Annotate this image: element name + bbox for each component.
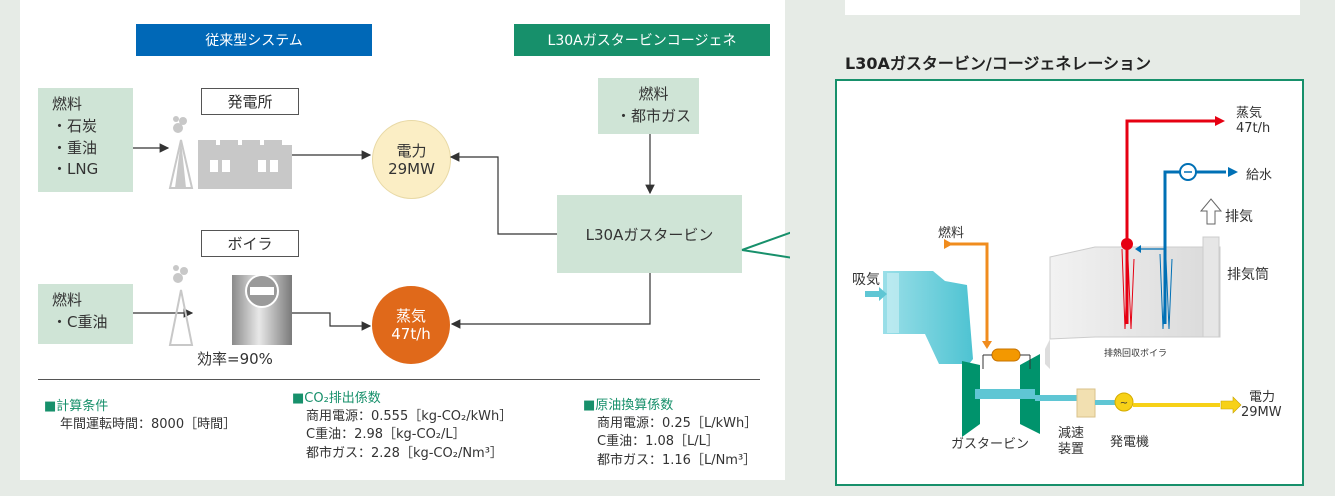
compressor [962, 361, 980, 437]
legend-co2: ■CO₂排出係数 商用電源：0.555［kg-CO₂/kWh］ C重油：2.98… [292, 390, 512, 463]
exhaust-arrow-icon [1199, 198, 1223, 225]
header-conventional: 従来型システム [136, 24, 372, 56]
legend-oil-line: C重油：1.08［L/L］ [597, 434, 719, 450]
steam-value: 47t/h [391, 325, 431, 343]
power-label: 電力 [1249, 390, 1276, 405]
legend-calc: ■計算条件 年間運転時間：8000［時間］ [44, 398, 236, 434]
legend-co2-line: 都市ガス：2.28［kg-CO₂/Nm³］ [306, 445, 503, 461]
combustor [991, 348, 1021, 362]
steam-output-circle: 蒸気 47t/h [372, 286, 450, 364]
hrsg-body [1049, 246, 1221, 340]
fuel-item: ・都市ガス [615, 106, 691, 125]
arrow-turbine-to-power [449, 152, 557, 235]
legend-oil-line: 都市ガス：1.16［L/Nm³］ [597, 452, 757, 468]
steam-value: 47t/h [1236, 120, 1271, 136]
generator-label: 発電機 [1110, 435, 1150, 450]
fuel-item: ・重油 [52, 138, 98, 157]
boiler-icon [168, 265, 292, 346]
gas-turbine-box: L30Aガスタービン [557, 195, 742, 273]
power-label: 電力 [396, 141, 427, 160]
generator-icon [1114, 392, 1134, 412]
fuel-box-boiler: 燃料 ・C重油 [38, 284, 133, 344]
fuel-box-conventional: 燃料 ・石炭 ・重油 ・LNG [38, 88, 133, 192]
left-flow-diagram [133, 116, 790, 346]
legend-divider [38, 379, 760, 380]
legend-co2-line: C重油：2.98［kg-CO₂/L］ [306, 427, 466, 443]
fuel-label: 燃料 [938, 226, 965, 241]
steam-label: 蒸気 [1236, 106, 1263, 121]
exhaust-label: 排気 [1225, 209, 1253, 225]
header-cogen: L30Aガスタービンコージェネ [514, 24, 770, 56]
legend-calc-line: 年間運転時間：8000［時間］ [60, 417, 237, 433]
fuel-item: ・石炭 [52, 116, 98, 135]
legend-oil-title: ■原油換算係数 [583, 398, 674, 413]
legend-oil: ■原油換算係数 商用電源：0.25［L/kWh］ C重油：1.08［L/L］ 都… [583, 397, 757, 470]
arrow-turbine-to-steam [450, 273, 651, 329]
gas-turbine-label: ガスタービン [951, 437, 1030, 452]
efficiency-label: 効率=90% [197, 350, 273, 368]
reducer-box [1076, 388, 1096, 418]
callout-wedge [741, 249, 790, 259]
arrow-boiler-to-steam [292, 312, 372, 331]
feedwater-label: 給水 [1246, 168, 1273, 183]
power-plant-label: 発電所 [201, 88, 299, 115]
fuel-item: ・C重油 [52, 312, 108, 331]
svg-text:~: ~ [1120, 398, 1128, 409]
legend-calc-title: ■計算条件 [44, 399, 109, 414]
reducer-label: 減速 装置 [1058, 426, 1084, 457]
fuel-box-title: 燃料 [52, 291, 83, 309]
exhaust-stack [1202, 236, 1220, 338]
power-output-label: 電力 29MW [1241, 390, 1282, 421]
steam-label: 蒸気 [395, 307, 426, 325]
power-value: 29MW [1241, 404, 1282, 420]
power-value: 29MW [388, 159, 435, 178]
boiler-label: ボイラ [201, 230, 299, 257]
fuel-item: ・LNG [52, 160, 99, 179]
power-plant-icon [168, 116, 292, 189]
hrsg-label: 排熱回収ボイラ [1104, 349, 1168, 359]
legend-co2-line: 商用電源：0.555［kg-CO₂/kWh］ [306, 409, 513, 425]
cogen-diagram-title: L30Aガスタービン/コージェネレーション [845, 54, 1152, 73]
reducer-label-line: 装置 [1058, 441, 1085, 457]
fuel-line [947, 242, 989, 347]
reducer-label-line: 減速 [1058, 426, 1085, 441]
intake-arrow-icon [865, 287, 887, 301]
top-right-box [845, 0, 1300, 15]
callout-wedge [741, 231, 790, 251]
power-output-circle: 電力 29MW [372, 120, 451, 199]
intake-duct [883, 271, 973, 364]
power-arrow-icon [1220, 396, 1242, 414]
stack-label: 排気筒 [1227, 267, 1269, 283]
cogen-flow-diagram: ~ [865, 116, 1242, 437]
fuel-box-cogen: 燃料 ・都市ガス [598, 78, 699, 134]
fuel-box-title: 燃料 [52, 95, 83, 113]
exhaust-duct [1045, 257, 1050, 369]
legend-oil-line: 商用電源：0.25［L/kWh］ [597, 416, 758, 432]
legend-co2-title: ■CO₂排出係数 [292, 391, 381, 406]
steam-line [1125, 119, 1217, 324]
intake-label: 吸気 [852, 272, 880, 288]
fuel-box-title: 燃料 [638, 85, 669, 103]
steam-output-label: 蒸気 47t/h [1236, 106, 1271, 137]
